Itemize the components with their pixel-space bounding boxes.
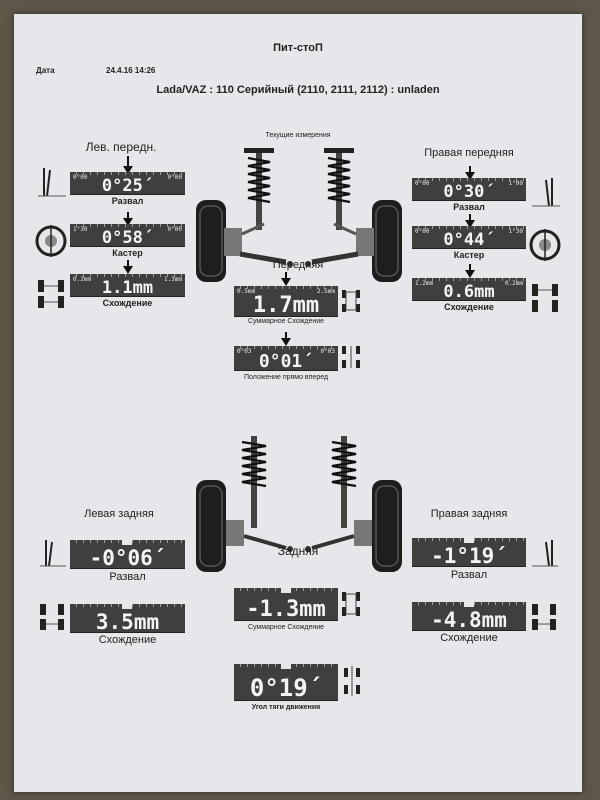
- front-right-toe-gauge: 1.2mm 0.2mm 0.6mm: [412, 278, 526, 302]
- toe-label: Схождение: [102, 298, 153, 308]
- thrust-angle-gauge: 0°19´: [234, 664, 338, 702]
- rear-left-title: Левая задняя: [84, 508, 154, 520]
- rear-section-label: Задняя: [277, 544, 319, 558]
- front-left-title: Лев. передн.: [85, 140, 157, 154]
- caster-value: 0°44´: [443, 230, 495, 250]
- range-high: 0°00: [167, 174, 182, 181]
- front-section-label: Передняя: [272, 259, 324, 271]
- camber-icon: [40, 540, 66, 567]
- toe-label: Схождение: [440, 632, 498, 644]
- camber-value: 0°30´: [443, 182, 495, 202]
- total-toe-label: Суммарное Схождение: [247, 624, 325, 631]
- caster-icon: [35, 225, 67, 257]
- camber-icon: [532, 178, 560, 207]
- range-low: 0°00: [415, 180, 430, 187]
- caster-icon: [529, 229, 561, 261]
- total-toe-label: Суммарное Схождение: [247, 318, 325, 325]
- range-high: 2.5mm: [316, 288, 335, 295]
- front-right-caster-gauge: 0°00 1°30 0°44´: [412, 226, 526, 250]
- camber-icon: [532, 540, 558, 567]
- toe-value: 0.6mm: [443, 282, 495, 302]
- caster-label: Кастер: [112, 248, 143, 258]
- front-right-camber-gauge: 0°00 1°00 0°30´: [412, 178, 526, 202]
- rear-left-toe-gauge: 3.5mm: [70, 604, 185, 634]
- caster-value: 0°58´: [101, 228, 154, 248]
- report-sheet: Пит-стоП Дата 24.4.16 14:26 Lada/VAZ : 1…: [14, 14, 582, 792]
- straight-ahead-label: Положение прямо вперед: [243, 374, 329, 381]
- camber-label: Развал: [109, 571, 146, 583]
- range-high: 1.3mm: [163, 276, 182, 283]
- front-left-caster-gauge: 1°30 0°00 0°58´: [70, 224, 185, 248]
- date-label: Дата: [36, 66, 55, 75]
- straight-ahead-value: 0°01´: [258, 351, 314, 372]
- camber-label: Развал: [450, 569, 488, 581]
- thrust-car-icon: [344, 666, 360, 696]
- range-high: 1°00: [508, 180, 523, 187]
- thrust-angle-label: Угол тяги движения: [251, 704, 321, 711]
- report-title: Пит-стоП: [273, 42, 323, 54]
- front-left-toe-gauge: 0.2mm 1.3mm 1.1mm: [70, 274, 185, 298]
- car-toe-icon: [342, 290, 360, 312]
- toe-icon: [40, 604, 64, 630]
- range-low: 0.5mm: [237, 288, 256, 295]
- rear-left-camber-gauge: -0°06´: [70, 540, 185, 570]
- camber-value: 0°25´: [101, 176, 154, 196]
- caster-label: Кастер: [453, 250, 485, 260]
- front-total-toe-gauge: 0.5mm 2.5mm 1.7mm: [234, 286, 338, 318]
- range-low: 0.2mm: [73, 276, 92, 283]
- toe-icon: [532, 284, 558, 312]
- rear-right-camber-gauge: -1°19´: [412, 538, 526, 568]
- toe-value: 1.1mm: [101, 278, 154, 298]
- toe-value: -4.8mm: [431, 608, 507, 632]
- front-suspension-drawing: [196, 148, 402, 282]
- range-high: 0°03: [320, 348, 335, 355]
- range-high: 1°30: [508, 228, 523, 235]
- rear-right-title: Правая задняя: [430, 508, 508, 520]
- front-right-title: Правая передняя: [424, 147, 514, 159]
- date-value: 24.4.16 14:26: [106, 66, 156, 75]
- straight-ahead-gauge: 0°03 0°03 0°01´: [234, 346, 338, 372]
- toe-icon: [532, 604, 556, 630]
- steering-icon: [342, 346, 360, 368]
- vehicle-model: Lada/VAZ : 110 Серийный (2110, 2111, 211…: [156, 84, 440, 96]
- total-toe-value: 1.7mm: [252, 293, 320, 318]
- total-toe-value: -1.3mm: [246, 597, 326, 622]
- toe-icon: [38, 280, 64, 308]
- current-measurements-title: Текущие измерения: [265, 132, 331, 139]
- range-low: 1.2mm: [415, 280, 434, 287]
- toe-label: Схождение: [444, 302, 494, 312]
- rear-right-toe-gauge: -4.8mm: [412, 602, 526, 632]
- range-low: 0°00: [73, 174, 88, 181]
- range-low: 0°00: [415, 228, 430, 235]
- range-high: 0°00: [167, 226, 182, 233]
- toe-label: Схождение: [98, 634, 157, 646]
- front-left-camber-gauge: 0°00 0°00 0°25´: [70, 172, 185, 196]
- rear-total-toe-gauge: -1.3mm: [234, 588, 338, 622]
- range-low: 1°30: [73, 226, 88, 233]
- rear-suspension-drawing: [196, 436, 402, 572]
- camber-value: -0°06´: [89, 546, 166, 570]
- car-toe-icon: [342, 592, 360, 616]
- camber-icon: [38, 168, 66, 197]
- range-high: 0.2mm: [504, 280, 523, 287]
- camber-label: Развал: [453, 202, 485, 212]
- range-low: 0°03: [237, 348, 252, 355]
- toe-value: 3.5mm: [95, 610, 160, 634]
- camber-label: Развал: [111, 196, 144, 206]
- thrust-angle-value: 0°19´: [249, 674, 323, 702]
- camber-value: -1°19´: [431, 544, 507, 568]
